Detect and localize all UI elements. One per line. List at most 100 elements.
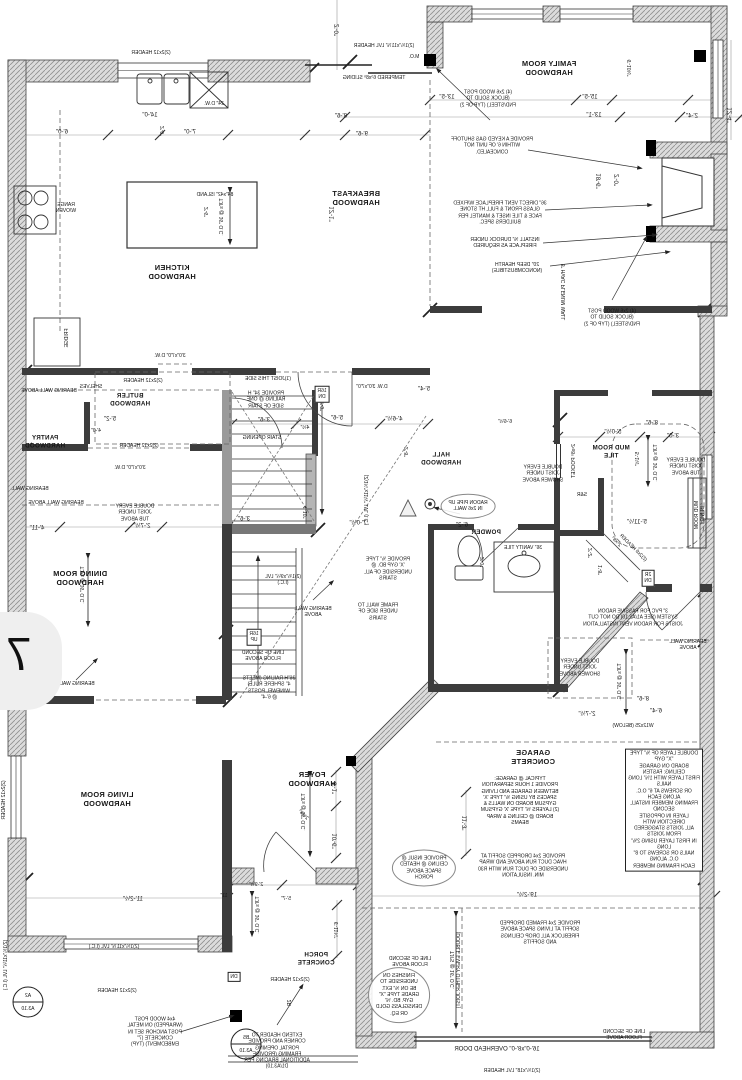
room-garage: GARAGE CONCRETE <box>511 747 555 766</box>
dim: 5'-1½" <box>634 451 641 467</box>
wood-posts <box>230 50 706 1022</box>
joist-note: TJI's @ 16" O.C. <box>254 896 261 934</box>
overhead-door-label: 16'-0"x8'-0" OVERHEAD DOOR <box>454 1046 540 1053</box>
note-bearing-wall: BEARING WALL ABOVE <box>294 605 332 618</box>
exterior-walls <box>7 5 728 1049</box>
note-railing-36: 36"H RAILING (MEETS 4" SPHERE RULE) W/NE… <box>242 675 296 701</box>
detail-marker-b5: B5 <box>242 1034 250 1041</box>
note-portal-framing: EXTEND HEADER TO CORNER AND PROVIDE PORT… <box>244 1032 310 1070</box>
vanity-label: 36" VANITY TILE <box>503 544 543 551</box>
note-porch-ceiling: PROVIDE INSUL @ CEILING @ HEATED SPACE A… <box>392 849 456 887</box>
door-label: D.W. 3'0"x7'0" <box>356 383 388 390</box>
dim: 2'-9" <box>319 401 326 411</box>
dim: 4'-6½" <box>385 416 403 423</box>
dim: 3'-6" <box>258 417 270 424</box>
room-hall: HALL HARDWOOD <box>420 451 462 466</box>
dim: 3'-6" <box>238 516 250 523</box>
room-butler: BUTLER HARDWOOD <box>109 392 151 407</box>
dim: 10'-6" <box>332 833 339 849</box>
note-double-joist: DOUBLE EVERY JOIST UNDER TUB ABOVE <box>115 503 155 523</box>
room-breakfast: BREAKFAST HARDWOOD <box>332 188 380 207</box>
dim: 12'-4" <box>727 107 734 123</box>
room-powder: POWDER <box>471 529 501 537</box>
room-family: FAMILY ROOM HARDWOOD <box>521 58 577 77</box>
joist-note: TJI'S @ 16" O.C. (DOUBLE EVERY OTHER JOI… <box>449 931 462 1009</box>
note-framed-soffit: PROVIDE 2x4 FRAMED DROPPED SOFFIT AT LIV… <box>499 920 581 946</box>
island <box>126 181 258 249</box>
dishwasher <box>189 71 229 109</box>
note-double-joist: DOUBLE EVERY JOIST UNDER TUB ABOVE <box>666 457 706 477</box>
dashed-lines <box>22 80 712 1032</box>
note-hearth: 20" DEEP HEARTH (NONCOMBUSTIBLE) <box>491 261 543 274</box>
warning-triangle <box>399 498 417 517</box>
pocket-door-label: 2⁶x8⁰ POCKET <box>570 443 577 479</box>
dim: 4'-10" <box>302 505 309 519</box>
note-bearing-wall: BEARING WALL <box>57 680 95 687</box>
page-number-callout[interactable]: 7 <box>0 612 62 710</box>
joist-note: TJI's @ 16" O.C. <box>616 663 623 701</box>
note-wood-post: (4) 2x6 WOOD POST (BLOCK SOLID TO FND/ST… <box>583 308 641 328</box>
stairs <box>232 395 325 696</box>
island-label: 84"x42" ISLAND <box>196 191 234 198</box>
dim: 5'-4" <box>418 386 430 393</box>
fireplace <box>661 157 715 227</box>
room-kitchen: KITCHEN HARDWOOD <box>148 262 196 281</box>
note-joist-side: (1)JOIST THIS SIDE <box>245 375 291 382</box>
note-porch-post: 4x4 WOOD POST (WRAPPED) ON METAL POST AN… <box>127 1016 183 1048</box>
note-gas-shutoff: PROVIDE A KEYED GAS SHUTOFF WITHIN 6' OF… <box>451 136 533 156</box>
dim: 3'-0" <box>667 433 679 440</box>
dim: 1'-8" <box>597 565 604 575</box>
header-label: (2)2x12 HEADER <box>270 976 310 983</box>
room-pantry: PANTRY HARDWOOD <box>24 434 66 449</box>
toilet <box>454 535 484 581</box>
shelf-rod-label: S&R <box>576 491 588 498</box>
dim: 8'-1" <box>332 782 339 794</box>
note-double-joist: DOUBLE EVERY JOIST UNDER SHOWER ABOVE <box>522 464 564 484</box>
dim: 5'-2" <box>104 416 116 423</box>
note-second-floor-line: LINE OF SECOND FLOOR ABOVE <box>241 649 285 662</box>
dim: 4½" <box>300 424 310 431</box>
note-stair-opening: STAIR OPENING <box>242 434 282 441</box>
beam-label: W12x25 (BELOW) <box>612 722 654 729</box>
note-wood-post: (4) 2x6 WOOD POST (BLOCK SOLID TO FND/ST… <box>459 89 517 109</box>
note-dropped-soffit: PROVIDE 2x4 DROPPED SOFFIT AT HVAC DUCT … <box>478 853 568 879</box>
dim: 2'-2" <box>587 548 594 558</box>
dim: 15'-5" <box>582 94 598 101</box>
dim: 2'-0" <box>479 557 486 567</box>
dim: 2'-9½" <box>248 881 264 888</box>
sliding-door-label: TEMPERED 6⁰x8⁰ SLIDING <box>342 74 406 81</box>
detail-markers <box>12 986 262 1060</box>
note-double-joist: DOUBLE EVERY JOIST UNDER SHOWER ABOVE <box>559 658 601 678</box>
dim: 12'-1" <box>329 206 336 222</box>
note-radon-pvc: 3" PVC FOR PASSIVE RADON SYSTEM (SEE A1/… <box>583 608 683 628</box>
dim: 8'-6" <box>646 420 658 427</box>
garage-steps: 2R DN <box>641 569 655 587</box>
note-garage-typical: TYPICAL @ GARAGE: PROVIDE 1 HOUR SEPARAT… <box>480 776 560 826</box>
note-second-floor-line: LINE OF SECOND FLOOR ABOVE <box>602 1028 646 1041</box>
note-hvac-wall: 8" HVAC PLENUM WALL <box>560 263 567 321</box>
range <box>13 185 57 235</box>
note-bearing-wall: BEARING WALL ABOVE <box>669 638 707 651</box>
note-gyp-stairs: PROVIDE ⅝" TYPE 'X' GYP BD. @ UNDERSIDE … <box>364 556 412 582</box>
dim: 5'-0½" <box>604 429 622 436</box>
bench-label: MUD ROOM BENCH <box>693 500 706 530</box>
dim: 18'-6" <box>596 173 603 189</box>
range-label: RANGE W/OVEN <box>55 201 77 214</box>
stair-landing-wall <box>232 524 316 534</box>
stair-risers-dn: 16R DN <box>314 385 330 403</box>
dishwasher-label: 24" D.W. <box>204 100 224 107</box>
dim: 9'-6" <box>356 131 368 138</box>
dim: 5'-11½" <box>627 519 647 526</box>
dim: 11'-2½" <box>123 896 143 903</box>
fridge <box>33 317 81 367</box>
dim: 19'-2½" <box>516 892 538 899</box>
porch-edge <box>228 1055 358 1063</box>
stair-upper-wall <box>222 390 232 524</box>
note-bearing-wall: BEARING WALL ABOVE <box>28 499 84 506</box>
dim: 2'-4" <box>686 113 698 120</box>
note-bearing-wall: BEARING WALL <box>11 485 49 492</box>
joist-note: TJI's @ 16" O.C. <box>652 444 659 482</box>
dim: 2'-8" <box>403 447 410 457</box>
